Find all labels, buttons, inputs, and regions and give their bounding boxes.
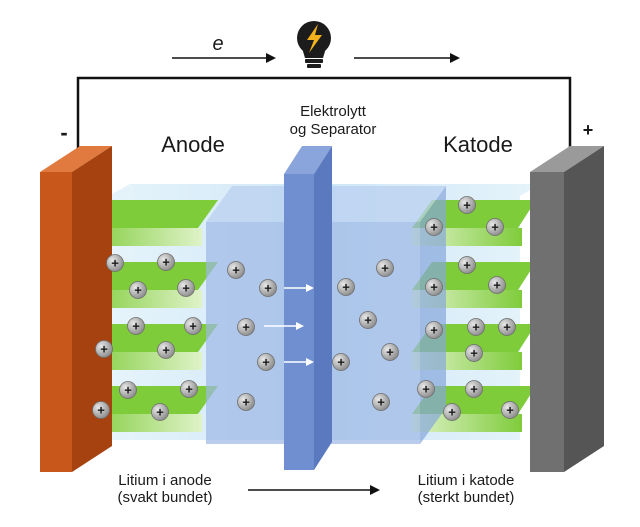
ion-flow-arrow-2 bbox=[264, 322, 304, 330]
ion-sign: + bbox=[491, 220, 499, 235]
ion-sign: + bbox=[100, 342, 108, 357]
ion-sign: + bbox=[470, 346, 478, 361]
ion-sign: + bbox=[463, 258, 471, 273]
ion-sign: + bbox=[182, 281, 190, 296]
electron-flow-arrow-left bbox=[172, 53, 276, 63]
circuit-wire bbox=[76, 76, 572, 160]
ion-sign: + bbox=[242, 320, 250, 335]
cathode-terminal-sign: + bbox=[583, 120, 594, 140]
electron-label: e bbox=[212, 33, 223, 55]
lithium-transfer-arrow bbox=[248, 485, 380, 495]
ion-sign: + bbox=[448, 405, 456, 420]
ion-sign: + bbox=[430, 323, 438, 338]
ion-sign: + bbox=[232, 263, 240, 278]
electrolyte-label-line1: Elektrolytt bbox=[300, 103, 367, 120]
lithium-ions: + + + + + + + + + + + + + + + + + + + + … bbox=[92, 196, 519, 421]
ion-sign: + bbox=[134, 283, 142, 298]
separator-plate bbox=[284, 146, 332, 470]
ion-sign: + bbox=[422, 382, 430, 397]
ion-sign: + bbox=[337, 355, 345, 370]
ion-sign: + bbox=[430, 220, 438, 235]
ion-sign: + bbox=[262, 355, 270, 370]
ion-flow-arrow-3 bbox=[284, 358, 314, 366]
ion-sign: + bbox=[377, 395, 385, 410]
ion-sign: + bbox=[342, 280, 350, 295]
electron-flow-arrow-right bbox=[354, 53, 460, 63]
ion-sign: + bbox=[381, 261, 389, 276]
cathode-heading: Katode bbox=[443, 132, 513, 157]
cathode-caption-line1: Litium i katode bbox=[418, 472, 515, 489]
anode-terminal-sign: - bbox=[60, 120, 67, 145]
ion-sign: + bbox=[162, 255, 170, 270]
anode-caption-line2: (svakt bundet) bbox=[117, 489, 212, 506]
ion-sign: + bbox=[430, 280, 438, 295]
cathode-plate bbox=[530, 146, 604, 472]
cathode-caption-line2: (sterkt bundet) bbox=[418, 489, 515, 506]
electrolyte-label-line2: og Separator bbox=[290, 121, 377, 138]
ion-sign: + bbox=[162, 343, 170, 358]
ion-sign: + bbox=[503, 320, 511, 335]
ion-sign: + bbox=[189, 319, 197, 334]
anode-heading: Anode bbox=[161, 132, 225, 157]
ion-sign: + bbox=[111, 256, 119, 271]
lightning-bolt-icon bbox=[307, 24, 322, 53]
ion-sign: + bbox=[264, 281, 272, 296]
ion-sign: + bbox=[242, 395, 250, 410]
ion-sign: + bbox=[506, 403, 514, 418]
ion-sign: + bbox=[97, 403, 105, 418]
anode-plate bbox=[40, 146, 112, 472]
ion-sign: + bbox=[364, 313, 372, 328]
ion-sign: + bbox=[472, 320, 480, 335]
ion-sign: + bbox=[493, 278, 501, 293]
ion-flow-arrow-1 bbox=[284, 284, 314, 292]
ion-sign: + bbox=[470, 382, 478, 397]
ion-sign: + bbox=[156, 405, 164, 420]
anode-caption-line1: Litium i anode bbox=[118, 472, 211, 489]
ion-sign: + bbox=[124, 383, 132, 398]
ion-sign: + bbox=[185, 382, 193, 397]
ion-sign: + bbox=[386, 345, 394, 360]
ion-sign: + bbox=[132, 319, 140, 334]
ion-sign: + bbox=[463, 198, 471, 213]
light-bulb-icon bbox=[297, 21, 331, 68]
